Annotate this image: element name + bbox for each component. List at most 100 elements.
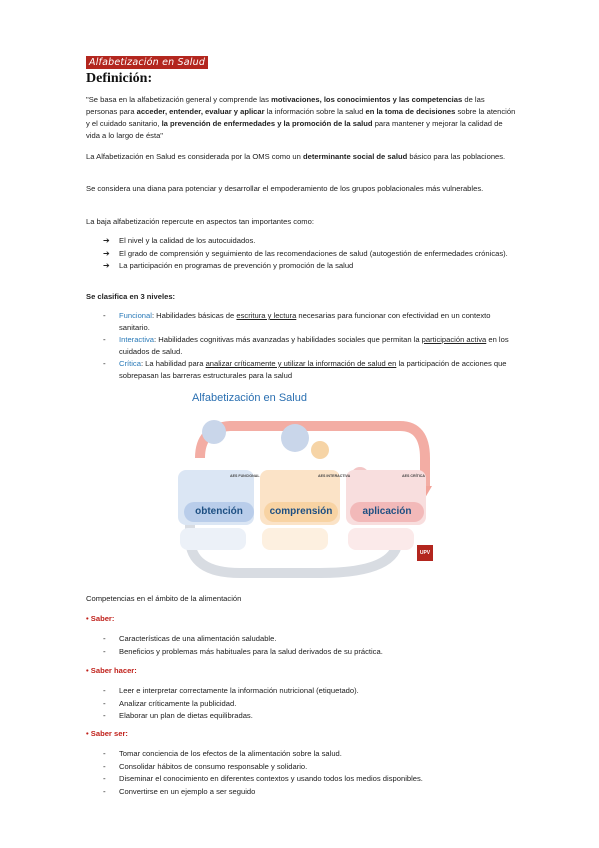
bullet-icon: •: [86, 729, 91, 738]
diagram-title: Alfabetización en Salud: [192, 392, 307, 404]
list-item: -Convertirse en un ejemplo a ser seguido: [103, 786, 523, 798]
list-item: - Consolidar hábitos de consumo responsab…: [103, 761, 523, 773]
dash-bullet: -: [103, 686, 106, 695]
dash-bullet: -: [103, 749, 106, 758]
oms-paragraph: La Alfabetización en Salud es considerad…: [86, 151, 516, 163]
list-item: -Elaborar un plan de dietas equilibradas…: [103, 710, 523, 722]
competencias-intro: Competencias en el ámbito de la alimenta…: [86, 594, 242, 603]
level-text: : Habilidades cognitivas más avanzadas y…: [154, 335, 422, 344]
info-box: [348, 528, 414, 550]
level-name: Crítica: [119, 359, 141, 368]
dash-bullet: -: [103, 335, 106, 344]
list-item: - Interactiva: Habilidades cognitivas más…: [103, 334, 523, 357]
level-text: necesarias para funcionar con efectivida…: [119, 311, 491, 332]
list-item-text: Consolidar hábitos de consumo responsabl…: [119, 761, 308, 771]
upv-logo: UPV: [417, 545, 433, 561]
impact-intro: La baja alfabetización repercute en aspe…: [86, 217, 314, 226]
impact-list: ➔ El nivel y la calidad de los autocuidad…: [103, 235, 523, 273]
saber-ser-heading: • Saber ser:: [86, 729, 128, 738]
list-item-text: Analizar críticamente la publicidad.: [119, 698, 237, 708]
level-label: AES FUNCIONAL: [230, 474, 260, 478]
list-item: - Crítica: La habilidad para analizar crí…: [103, 358, 523, 381]
info-box: [262, 528, 328, 550]
level-label: AES INTERACTIVA: [318, 474, 351, 478]
arrow-icon: ➔: [103, 261, 110, 270]
saber-ser-list: - Tomar conciencia de los efectos de la a…: [103, 748, 523, 798]
list-item-text: Características de una alimentación salu…: [119, 634, 277, 643]
levels-list: - Funcional: Habilidades básicas de escri…: [103, 310, 523, 382]
arrow-icon: ➔: [103, 248, 110, 258]
list-item-text: Tomar conciencia de los efectos de la al…: [119, 749, 342, 758]
level-underlined: analizar críticamente y utilizar la info…: [205, 359, 397, 368]
level-name: Interactiva: [119, 335, 155, 344]
bullet-icon: •: [86, 666, 91, 675]
dash-bullet: -: [103, 698, 106, 708]
quote-bold: en la toma de decisiones: [365, 107, 456, 116]
saber-ser-heading-text: Saber ser:: [90, 729, 128, 738]
dash-bullet: -: [103, 774, 106, 783]
dash-bullet: -: [103, 359, 106, 368]
list-item-text: Beneficios y problemas más habituales pa…: [119, 646, 383, 656]
list-item-text: La participación en programas de prevenc…: [119, 261, 354, 270]
quote-text: de las personas para: [86, 95, 485, 116]
level-name: Funcional: [119, 311, 152, 320]
list-item: - Características de una alimentación sal…: [103, 633, 523, 645]
oms-bold: determinante social de salud: [302, 152, 408, 161]
list-item-text: El nivel y la calidad de los autocuidado…: [119, 236, 256, 245]
stage-aplicacion: aplicación: [350, 502, 424, 522]
quote-text: "Se basa en la alfabetización general y …: [86, 95, 272, 104]
level-text: : La habilidad para: [140, 359, 206, 368]
saber-hacer-list: - Leer e interpretar correctamente la inf…: [103, 685, 523, 723]
quote-text: para mantener y mejorar la calidad de vi…: [86, 119, 503, 140]
list-item-text: Leer e interpretar correctamente la info…: [119, 686, 359, 695]
saber-hacer-heading-text: Saber hacer:: [90, 666, 137, 675]
dash-bullet: -: [103, 711, 106, 720]
saber-heading: • Saber:: [86, 614, 114, 623]
dash-bullet: -: [103, 311, 106, 320]
list-item: - Beneficios y problemas más habituales p…: [103, 646, 523, 658]
definition-heading: Definición:: [86, 71, 153, 86]
oms-text: La Alfabetización en Salud es considerad…: [86, 152, 303, 161]
dash-bullet: -: [103, 761, 106, 771]
info-box: [180, 528, 246, 550]
document-title: Alfabetización en Salud: [86, 56, 209, 69]
definition-quote: "Se basa en la alfabetización general y …: [86, 94, 516, 142]
quote-text: la información sobre la salud: [264, 107, 366, 116]
list-item: - Analizar críticamente la publicidad.: [103, 698, 523, 710]
list-item-text: Diseminar el conocimiento en diferentes …: [119, 774, 423, 783]
diana-paragraph: Se considera una diana para potenciar y …: [86, 184, 484, 193]
list-item: - Diseminar el conocimiento en diferentes…: [103, 773, 523, 785]
dash-bullet: -: [103, 634, 106, 643]
list-item: - Leer e interpretar correctamente la inf…: [103, 685, 523, 697]
list-item: ➔ El grado de comprensión y seguimiento d…: [103, 248, 523, 260]
oms-text: básico para las poblaciones.: [407, 152, 506, 161]
saber-hacer-heading: • Saber hacer:: [86, 666, 137, 675]
level-text: : Habilidades básicas de: [151, 311, 237, 320]
list-item: - Funcional: Habilidades básicas de escri…: [103, 310, 523, 333]
levels-heading: Se clasifica en 3 niveles:: [86, 292, 176, 301]
list-item-text: Convertirse en un ejemplo a ser seguido: [119, 786, 256, 796]
list-item: ➔ La participación en programas de preven…: [103, 260, 523, 272]
list-item: ➔ El nivel y la calidad de los autocuidad…: [103, 235, 523, 247]
list-item: - Tomar conciencia de los efectos de la a…: [103, 748, 523, 760]
list-item-text: El grado de comprensión y seguimiento de…: [119, 248, 508, 258]
quote-bold: motivaciones, los conocimientos y las co…: [271, 95, 463, 104]
bullet-icon: •: [86, 614, 91, 623]
arrow-icon: ➔: [103, 236, 110, 245]
level-underlined: escritura y lectura: [236, 311, 297, 320]
quote-bold: acceder, entender, evaluar y aplicar: [136, 107, 265, 116]
quote-text: sobre la atención y el cuidado sanitario…: [86, 107, 516, 128]
saber-heading-text: Saber:: [90, 614, 115, 623]
quote-bold: la prevención de enfermedades y la promo…: [161, 119, 373, 128]
alfabetizacion-diagram: Alfabetización en Salud AES FUNCIONAL AE…: [170, 388, 438, 583]
level-label: AES CRÍTICA: [402, 474, 425, 478]
saber-list: - Características de una alimentación sal…: [103, 633, 523, 658]
level-text: en los cuidados de salud.: [119, 335, 509, 356]
level-underlined: participación activa: [421, 335, 487, 344]
title-wrap: Alfabetización en Salud: [86, 52, 209, 70]
stage-comprension: comprensión: [264, 502, 338, 522]
level-text: la participación de acciones que sobrepa…: [119, 359, 507, 380]
stage-obtencion: obtención: [184, 502, 254, 522]
dash-bullet: -: [103, 646, 106, 656]
